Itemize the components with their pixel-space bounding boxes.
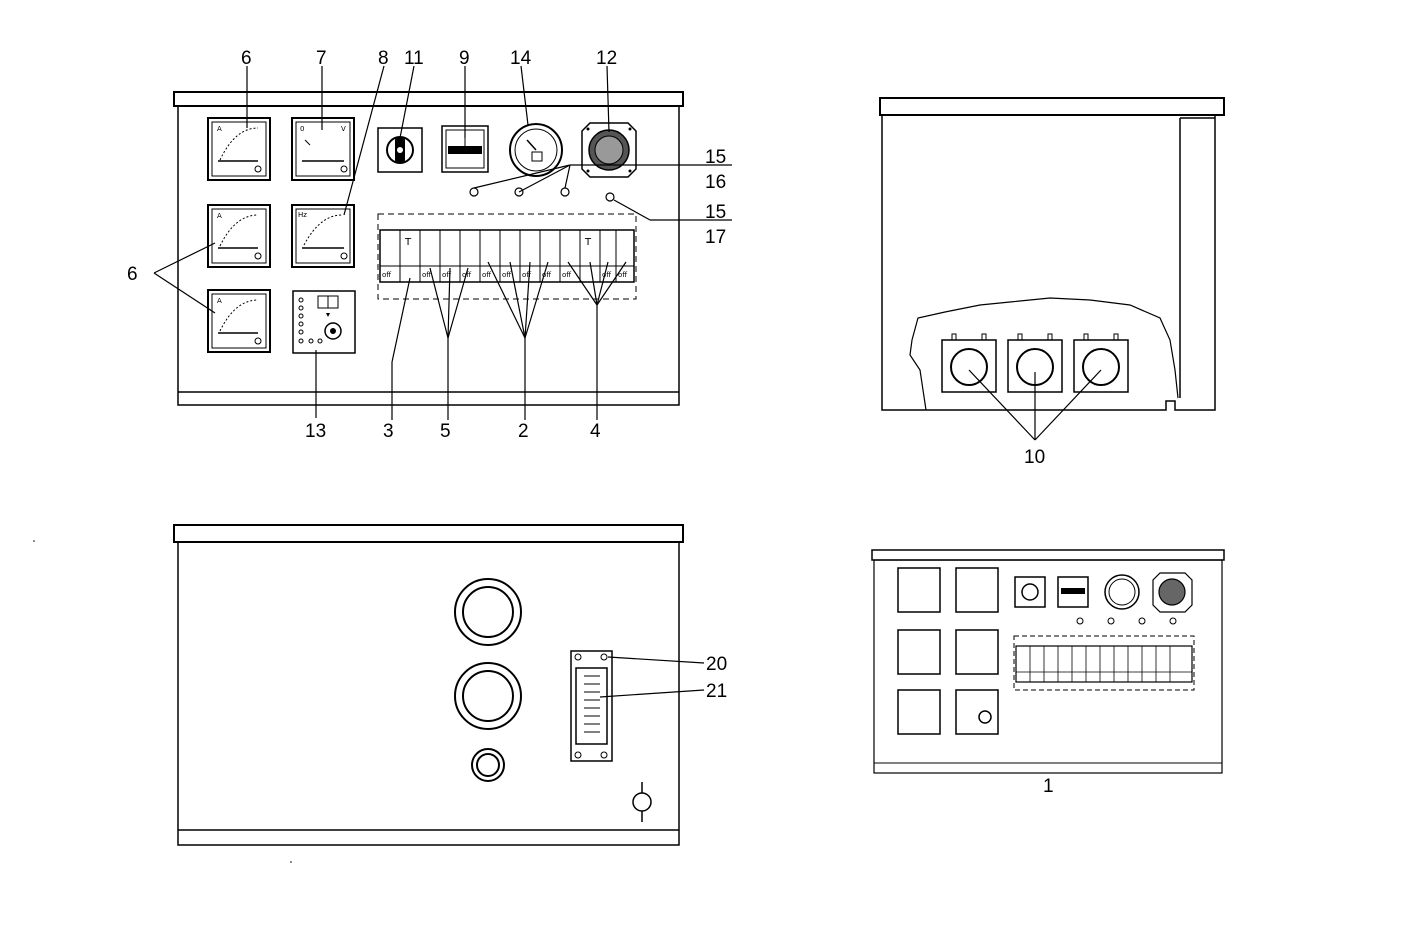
breaker-t-label: T bbox=[404, 237, 412, 248]
callout-7: 7 bbox=[316, 48, 327, 69]
ammeter-label: A bbox=[217, 125, 222, 133]
rotary-switch-3 bbox=[1073, 333, 1129, 393]
ammeter-top: A bbox=[207, 117, 271, 181]
panel-body bbox=[177, 105, 680, 406]
control-module bbox=[292, 290, 356, 354]
gland-large-middle bbox=[454, 662, 522, 730]
callout-15a: 15 bbox=[705, 147, 726, 168]
callout-6-top: 6 bbox=[241, 48, 252, 69]
breaker-t-label: T bbox=[584, 237, 592, 248]
gland-large-top bbox=[454, 578, 522, 646]
leader-lines-rear bbox=[599, 656, 705, 698]
multipin-connector bbox=[570, 650, 613, 762]
callout-3: 3 bbox=[383, 421, 394, 442]
callout-16: 16 bbox=[705, 172, 726, 193]
rotary-switch-1 bbox=[941, 333, 997, 393]
breaker-off-label: off bbox=[522, 271, 531, 279]
ammeter-middle: A bbox=[207, 204, 271, 268]
breaker-off-label: off bbox=[602, 271, 611, 279]
callout-9: 9 bbox=[459, 48, 470, 69]
breaker-off-label: off bbox=[422, 271, 431, 279]
callout-13: 13 bbox=[305, 421, 326, 442]
callout-11: 11 bbox=[404, 48, 424, 69]
breaker-off-label: off bbox=[542, 271, 551, 279]
voltmeter-v-label: V bbox=[341, 125, 346, 133]
voltmeter-zero-label: 0 bbox=[300, 125, 304, 133]
panel-side-cutaway: 10 bbox=[879, 97, 1225, 468]
callout-17: 17 bbox=[705, 227, 726, 248]
indicator-lamps bbox=[469, 187, 615, 202]
callout-4: 4 bbox=[590, 421, 601, 442]
breaker-off-label: off bbox=[382, 271, 391, 279]
breaker-off-label: off bbox=[618, 271, 627, 279]
ground-terminal bbox=[632, 782, 652, 822]
horn-buzzer bbox=[581, 122, 637, 178]
callout-14: 14 bbox=[510, 48, 532, 69]
callout-5: 5 bbox=[440, 421, 451, 442]
breaker-off-label: off bbox=[562, 271, 571, 279]
frequency-hz-label: Hz bbox=[298, 211, 307, 219]
breaker-off-label: off bbox=[462, 271, 471, 279]
selector-switch bbox=[377, 127, 423, 173]
breaker-off-label: off bbox=[482, 271, 491, 279]
voltmeter: 0 V bbox=[291, 117, 355, 181]
breaker-off-label: off bbox=[442, 271, 451, 279]
ammeter-label: A bbox=[217, 297, 222, 305]
breaker-off-label: off bbox=[502, 271, 511, 279]
callout-6-left: 6 bbox=[127, 264, 138, 285]
panel-rear-view: 20 21 bbox=[173, 524, 727, 846]
frequency-meter: Hz bbox=[291, 204, 355, 268]
leader-lines-10 bbox=[968, 369, 1102, 441]
callout-1: 1 bbox=[1043, 776, 1054, 797]
callout-21: 21 bbox=[706, 681, 727, 702]
gland-small bbox=[471, 748, 505, 782]
ammeter-bottom: A bbox=[207, 289, 271, 353]
callout-10: 10 bbox=[1024, 447, 1045, 468]
main-panel-front: A A A 0 V bbox=[127, 48, 732, 442]
callout-15b: 15 bbox=[705, 202, 726, 223]
callout-12: 12 bbox=[596, 48, 617, 69]
callout-2: 2 bbox=[518, 421, 529, 442]
leader-lines bbox=[153, 65, 732, 420]
panel-overview: 1 bbox=[871, 549, 1225, 797]
callout-20: 20 bbox=[706, 654, 727, 675]
ammeter-label: A bbox=[217, 212, 222, 220]
fuel-gauge bbox=[509, 123, 563, 177]
breaker-block: T T off off off off off off off off off … bbox=[377, 213, 637, 300]
callout-8: 8 bbox=[378, 48, 389, 69]
panel-top-lid bbox=[173, 91, 684, 107]
